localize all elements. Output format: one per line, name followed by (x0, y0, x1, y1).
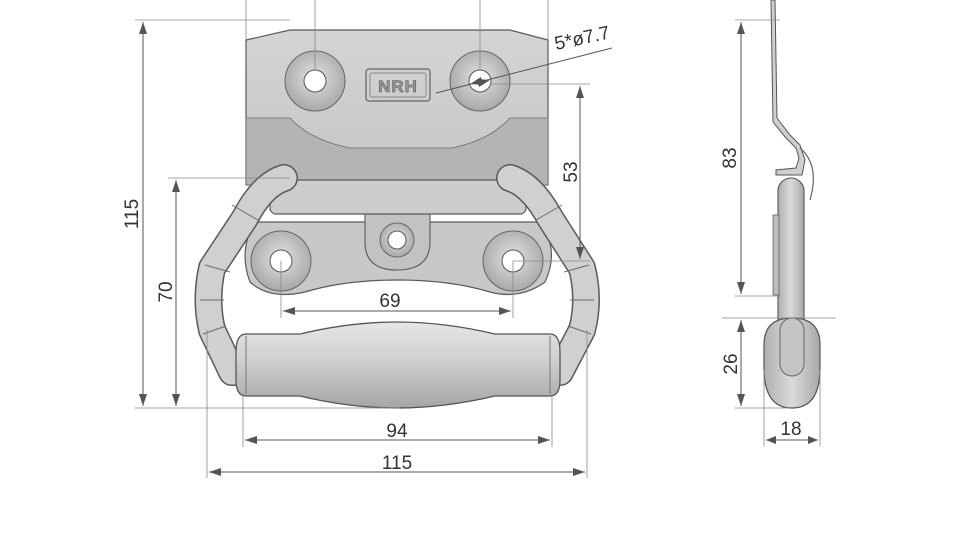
side-plate-profile (770, 0, 806, 176)
logo-text: NRH (378, 77, 418, 96)
plate-bend-band (245, 117, 549, 186)
dim-grip-length: 94 (386, 421, 408, 442)
dim-side-grip-height: 26 (721, 353, 742, 374)
dim-side-grip-width: 18 (780, 419, 801, 440)
dim-side-height: 83 (720, 147, 741, 168)
side-dimensions: 83 26 18 (720, 19, 836, 446)
center-hole (379, 222, 415, 258)
dim-overall-width: 115 (382, 453, 412, 474)
brand-logo: NRH (365, 68, 431, 102)
dim-lower-hole-spacing: 69 (379, 291, 400, 312)
front-view: NRH (194, 29, 600, 409)
dim-handle-drop: 70 (156, 281, 177, 302)
side-view (763, 0, 821, 409)
handle-grip (235, 321, 561, 409)
dim-plate-hole-to-lower: 53 (561, 161, 582, 182)
hinge-barrel (269, 179, 527, 215)
dim-overall-height: 115 (122, 199, 143, 229)
